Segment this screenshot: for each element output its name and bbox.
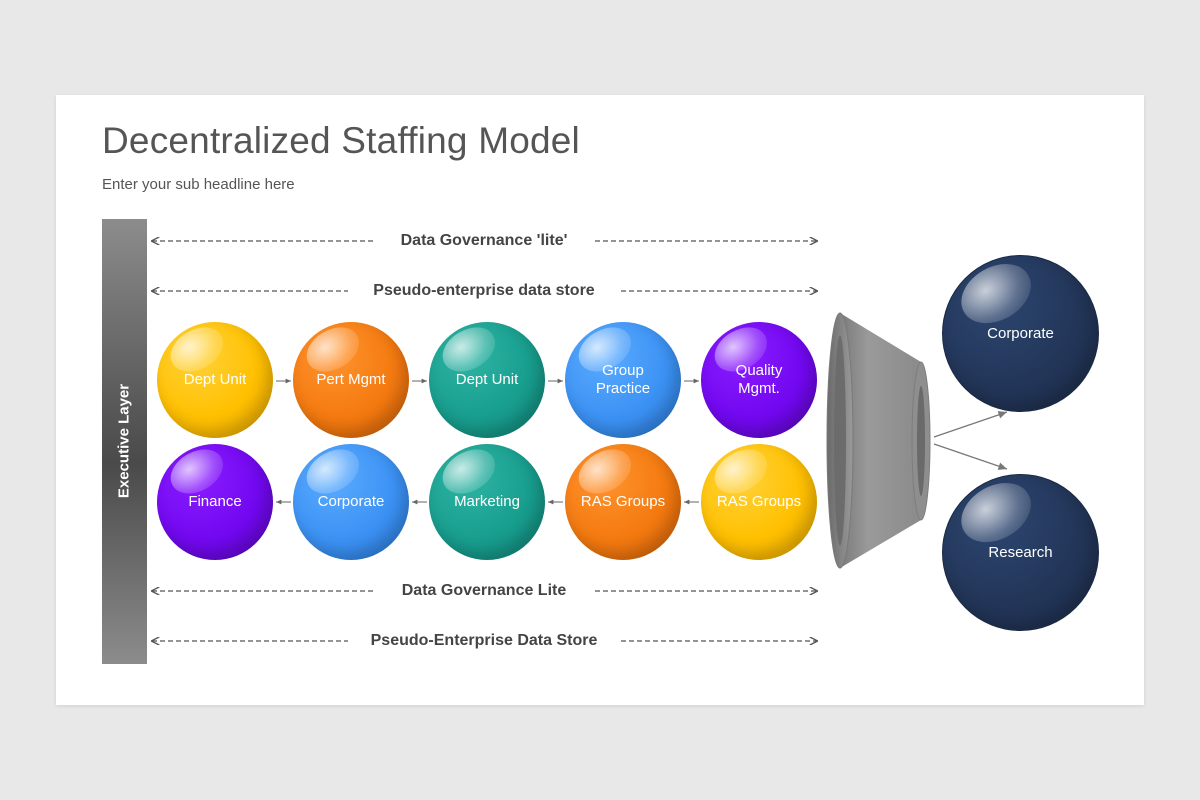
row1-node-group-practice: Group Practice bbox=[565, 322, 681, 438]
node-label: Corporate bbox=[987, 324, 1054, 342]
node-label: Quality Mgmt. bbox=[735, 362, 783, 397]
row1-node-dept-unit-2: Dept Unit bbox=[429, 322, 545, 438]
node-label: Dept Unit bbox=[455, 371, 519, 388]
node-label: Dept Unit bbox=[183, 371, 247, 388]
row1-node-dept-unit: Dept Unit bbox=[157, 322, 273, 438]
bottom-line-label-1: Data Governance Lite bbox=[397, 582, 571, 600]
row2-node-marketing: Marketing bbox=[429, 444, 545, 560]
node-label: RAS Groups bbox=[580, 493, 666, 510]
row2-node-ras-groups-2: RAS Groups bbox=[701, 444, 817, 560]
row2-node-finance: Finance bbox=[157, 444, 273, 560]
node-label: RAS Groups bbox=[716, 493, 802, 510]
executive-layer-bar bbox=[102, 219, 147, 664]
output-node-corporate: Corporate bbox=[942, 255, 1099, 412]
bottom-line-label-2: Pseudo-Enterprise Data Store bbox=[366, 632, 602, 650]
page-title: Decentralized Staffing Model bbox=[102, 120, 580, 161]
row2-node-ras-groups: RAS Groups bbox=[565, 444, 681, 560]
row1-node-pert-mgmt: Pert Mgmt bbox=[293, 322, 409, 438]
node-label: Research bbox=[988, 543, 1053, 561]
node-label: Pert Mgmt bbox=[316, 371, 386, 388]
output-node-research: Research bbox=[942, 474, 1099, 631]
row2-node-corporate: Corporate bbox=[293, 444, 409, 560]
page-subtitle: Enter your sub headline here bbox=[102, 176, 295, 193]
node-label: Finance bbox=[188, 493, 242, 510]
top-line-label-2: Pseudo-enterprise data store bbox=[369, 282, 599, 300]
row1-node-quality-mgmt: Quality Mgmt. bbox=[701, 322, 817, 438]
node-label: Group Practice bbox=[595, 362, 651, 397]
node-label: Corporate bbox=[317, 493, 385, 510]
top-line-label-1: Data Governance 'lite' bbox=[396, 232, 572, 250]
funnel-shape bbox=[826, 312, 931, 569]
funnel-output-arrows bbox=[933, 411, 1008, 470]
node-label: Marketing bbox=[454, 493, 520, 510]
